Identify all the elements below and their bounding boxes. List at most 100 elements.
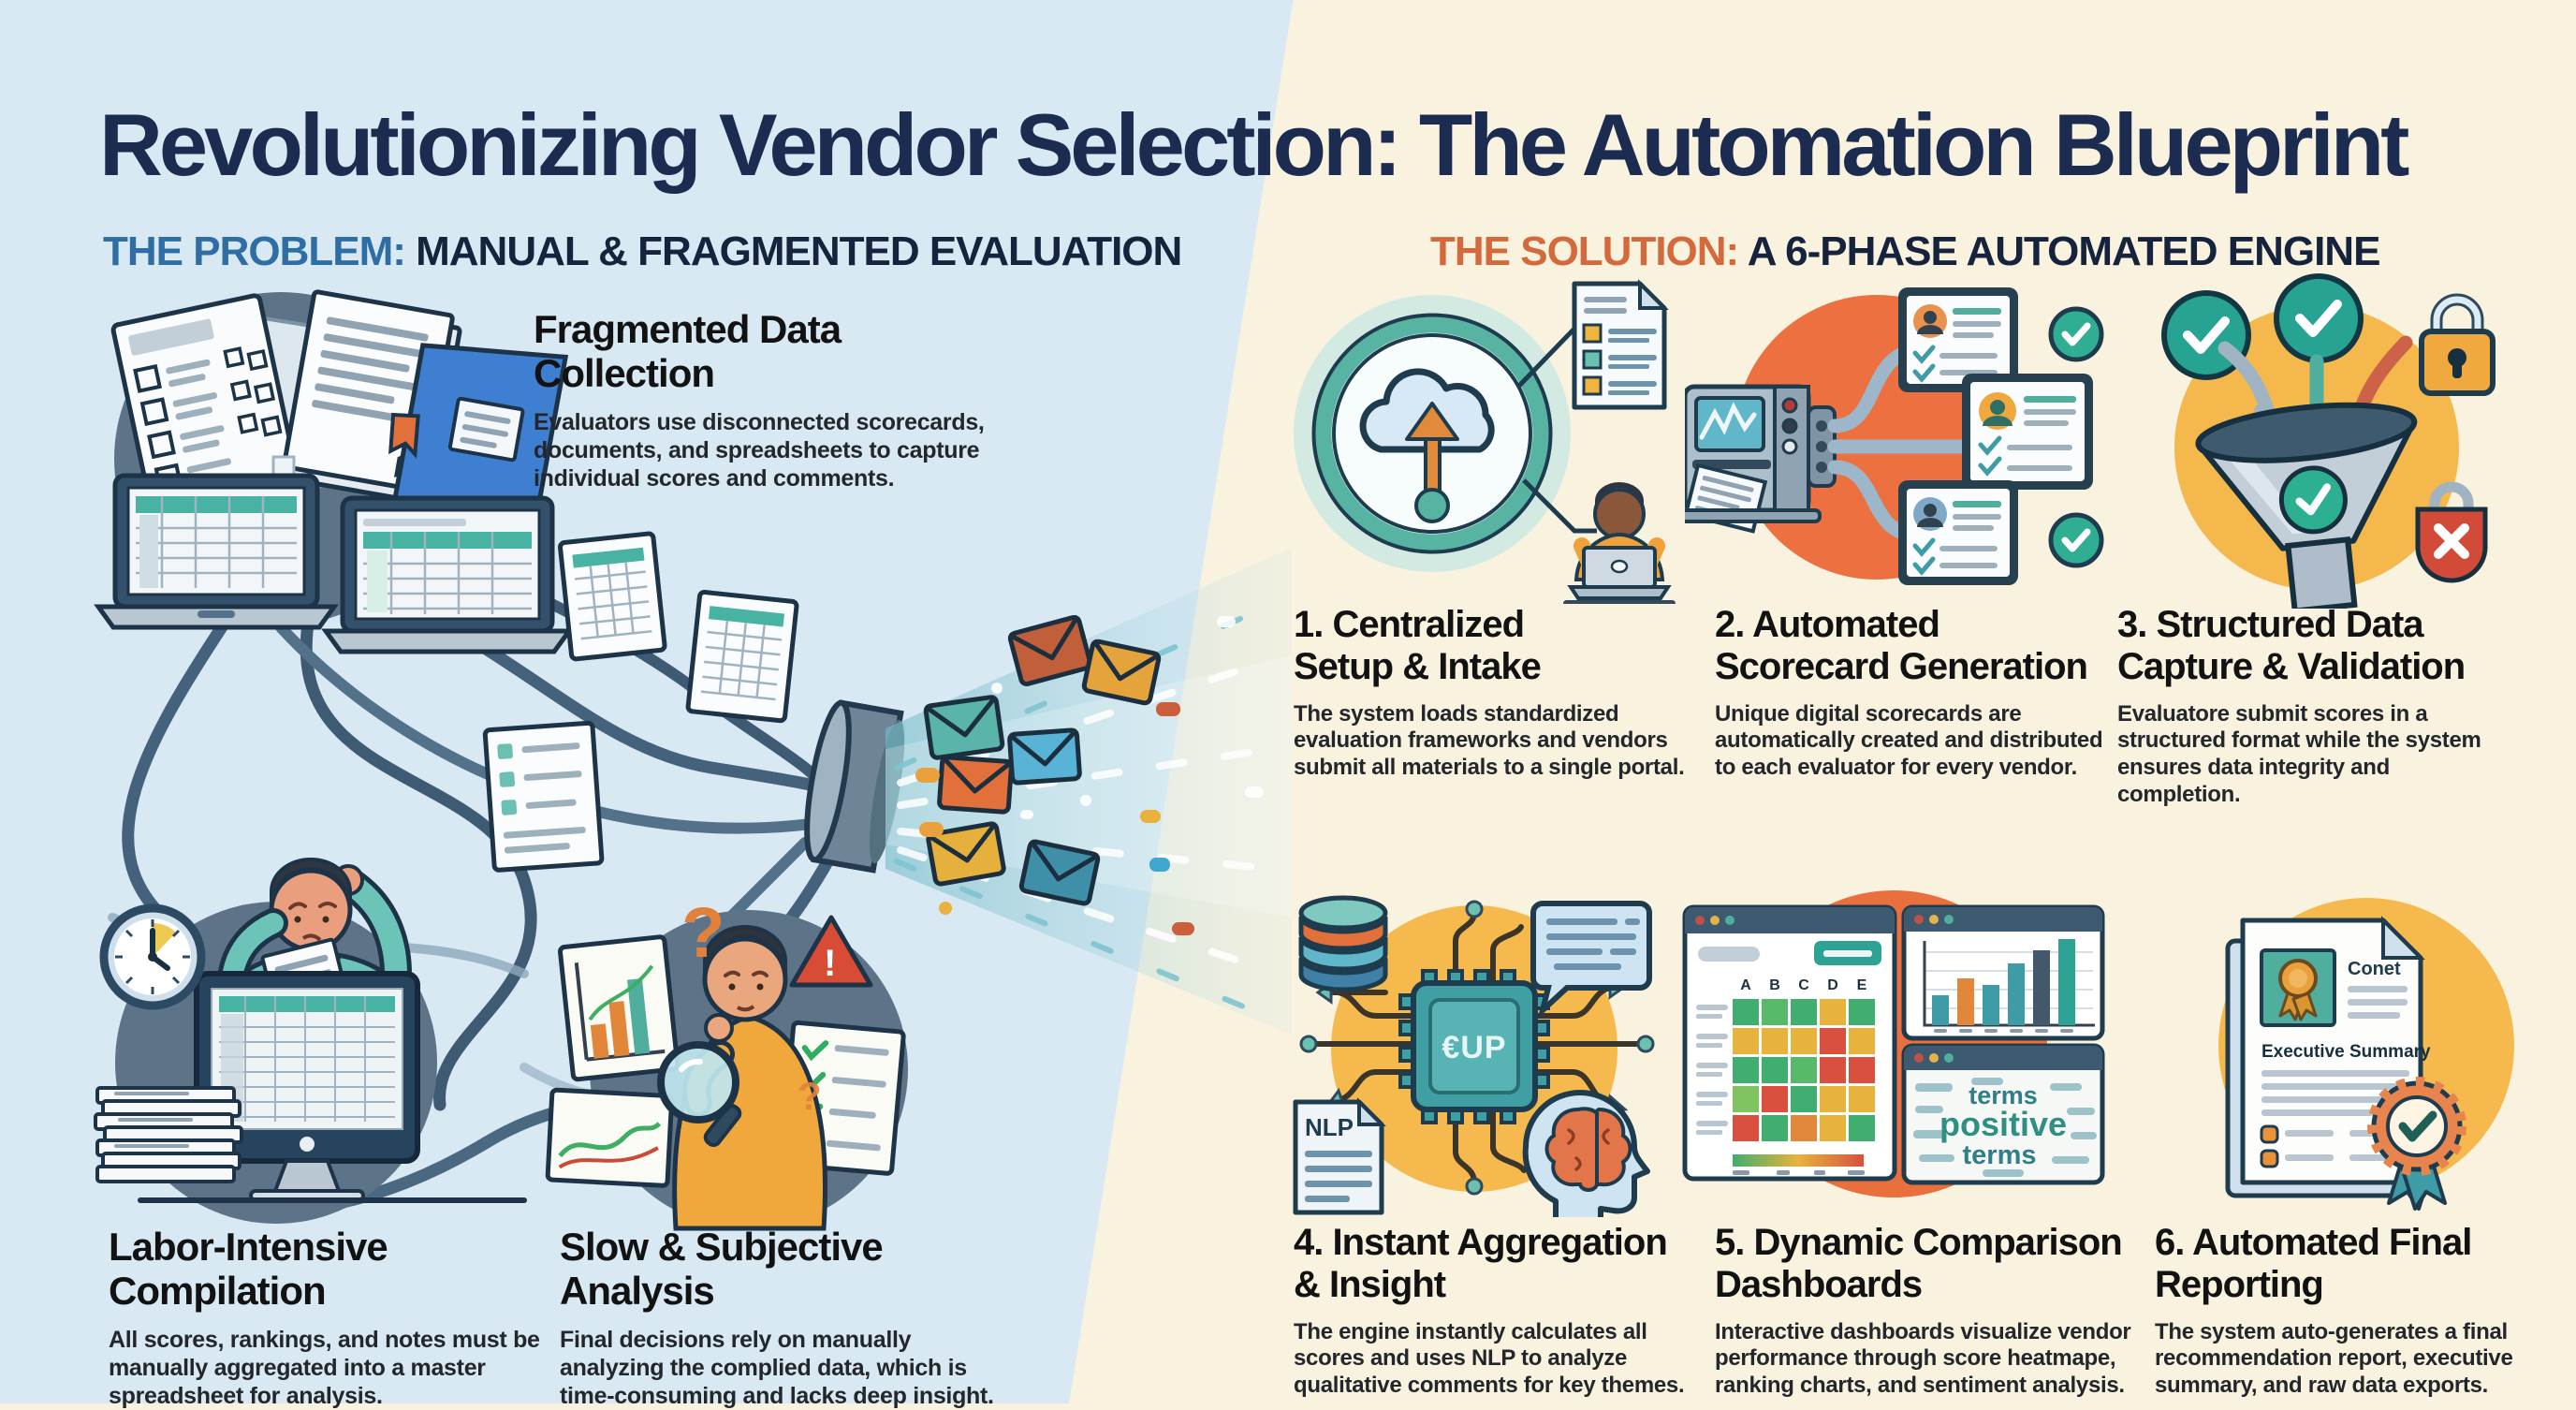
problem-card-analysis: Slow & Subjective Analysis Final decisio… [560,1225,1009,1410]
problem-card-fragmented: Fragmented Data Collection Evaluators us… [534,307,1002,492]
envelope-icon [937,755,1014,815]
confetti-dots [915,616,1264,935]
phase-card-4: 4. Instant Aggregation & Insight The eng… [1294,1222,1705,1400]
phase-title: 6. Automated Final Reporting [2155,1222,2472,1305]
problem-card-body: Final decisions rely on manually analyzi… [560,1327,994,1410]
floating-spreadsheet-card-icon [685,589,799,724]
problem-card-body: Evaluators use disconnected scorecards, … [534,409,985,492]
floating-checklist-card-icon [482,720,605,873]
envelope-icon [1007,614,1093,687]
magnifier-icon [657,1041,742,1148]
solution-label: THE SOLUTION: [1430,228,1739,274]
problem-card-compilation: Labor-Intensive Compilation All scores, … [109,1225,549,1410]
database-stack-icon [1298,895,1388,992]
barchart-window-icon [1901,904,2105,1041]
padlock-icon [2419,293,2496,396]
cloud-upload-icon [1294,279,1676,604]
problem-card-body: All scores, rankings, and notes must be … [109,1327,540,1410]
phase-title: 1. Centralized Setup & Intake [1294,604,1542,687]
check-circle-icon [2048,512,2104,568]
phase-card-1: 1. Centralized Setup & Intake The system… [1294,604,1687,782]
scorecard-machine-icon [1685,384,1837,534]
question-mark-icon: ? [681,893,724,973]
envelope-icon [1081,639,1162,706]
validation-funnel-icon [2161,273,2496,609]
bar-chart-card-icon [557,934,681,1082]
clock-icon [99,903,206,1010]
page-title: Revolutionizing Vendor Selection: The Au… [99,95,2409,194]
phase-title: 3. Structured Data Capture & Validation [2117,604,2466,687]
flying-envelopes [923,614,1162,906]
wordcloud-window-icon: terms positive terms [1901,1043,2105,1185]
red-lock-shield-icon [2415,481,2488,583]
phase-body: Unique digital scorecards are automatica… [1715,700,2103,781]
heatmap-col-c: C [1798,977,1809,993]
svg-text:!: ! [824,943,836,984]
phase-body: The system auto-generates a final recomm… [2155,1318,2513,1399]
envelope-icon [1007,727,1082,786]
solution-section-header: THE SOLUTION: A 6-PHASE AUTOMATED ENGINE [1430,228,2381,275]
question-mark-icon: ? [798,1074,822,1118]
scorecard-tablet-icon [1898,287,2018,392]
phase-body: Evaluatore submit scores in a structured… [2117,700,2481,807]
approval-seal-icon [2367,1077,2466,1211]
laptop-spreadsheet-icon [321,495,574,654]
phase-title: 2. Automated Scorecard Generation [1715,604,2088,687]
heatmap-col-a: A [1740,977,1751,993]
heatmap-col-b: B [1769,977,1780,993]
scorecard-tablet-icon [1898,480,2018,585]
phase-card-3: 3. Structured Data Capture & Validation … [2117,604,2529,809]
phase-title: 5. Dynamic Comparison Dashboards [1715,1222,2123,1305]
documents-folder-icon [282,289,569,545]
scorecard-generator-icon [1685,287,2104,585]
problem-section-header: THE PROBLEM: MANUAL & FRAGMENTED EVALUAT… [103,228,1182,275]
envelope-icon [923,695,1005,760]
fragmented-sources-cluster [94,289,574,654]
solution-heading: A 6-PHASE AUTOMATED ENGINE [1738,228,2381,274]
check-circle-icon [2048,306,2104,362]
wordcloud-term-1: terms [1969,1081,2038,1109]
monitor-spreadsheet-icon [194,971,420,1202]
line-chart-card-icon [545,1087,675,1188]
problem-label: THE PROBLEM: [103,228,406,274]
envelope-icon [926,821,1006,887]
vendor-at-laptop-icon [1563,482,1676,604]
nlp-label: NLP [1305,1113,1354,1141]
cpu-chip-icon: €UP [1398,969,1550,1124]
executive-summary-label: Executive Summary [2261,1042,2431,1062]
comment-bubble-icon [1530,901,1652,1020]
problem-card-title: Fragmented Data Collection [534,307,842,396]
heatmap-grid [1733,999,1875,1141]
warning-triangle-icon: ! [789,915,873,988]
paper-stack-icon [94,1086,243,1183]
funnel-icon [2195,402,2418,609]
cpu-label: €UP [1442,1030,1506,1065]
floating-spreadsheet-card-icon [557,531,667,662]
report-title-label: Conet [2348,959,2401,979]
problem-card-title: Slow & Subjective Analysis [560,1225,884,1314]
envelope-icon [1018,839,1101,906]
brain-head-icon [1522,1090,1650,1217]
phase-body: The engine instantly calculates all scor… [1294,1318,1685,1399]
phase-card-6: 6. Automated Final Reporting The system … [2155,1222,2557,1400]
award-ribbon-thumbnail-icon [2260,948,2336,1027]
heatmap-col-d: D [1827,977,1838,993]
laptop-spreadsheet-icon [94,473,339,630]
phase-body: Interactive dashboards visualize vendor … [1715,1318,2131,1399]
framework-checklist-icon [1572,279,1669,410]
phase-body: The system loads standardized evaluation… [1294,700,1685,781]
phase-card-5: 5. Dynamic Comparison Dashboards Interac… [1715,1222,2155,1400]
heatmap-window-icon: A B C D E [1682,904,1897,1182]
labor-intensive-illustration [94,858,527,1224]
wordcloud-term-3: terms [1963,1140,2037,1170]
problem-card-title: Labor-Intensive Compilation [109,1225,388,1314]
slow-analysis-illustration: ? ? ? ! [545,893,908,1231]
check-circle-icon [2274,273,2364,363]
distribution-arrows-icon [1827,344,1973,542]
scorecard-tablet-icon [1962,374,2093,490]
heatmap-col-e: E [1857,977,1867,993]
phase-title: 4. Instant Aggregation & Insight [1294,1222,1668,1305]
final-report-icon: Conet Executive Summary [2218,898,2514,1211]
wordcloud-term-2: positive [1939,1105,2067,1143]
